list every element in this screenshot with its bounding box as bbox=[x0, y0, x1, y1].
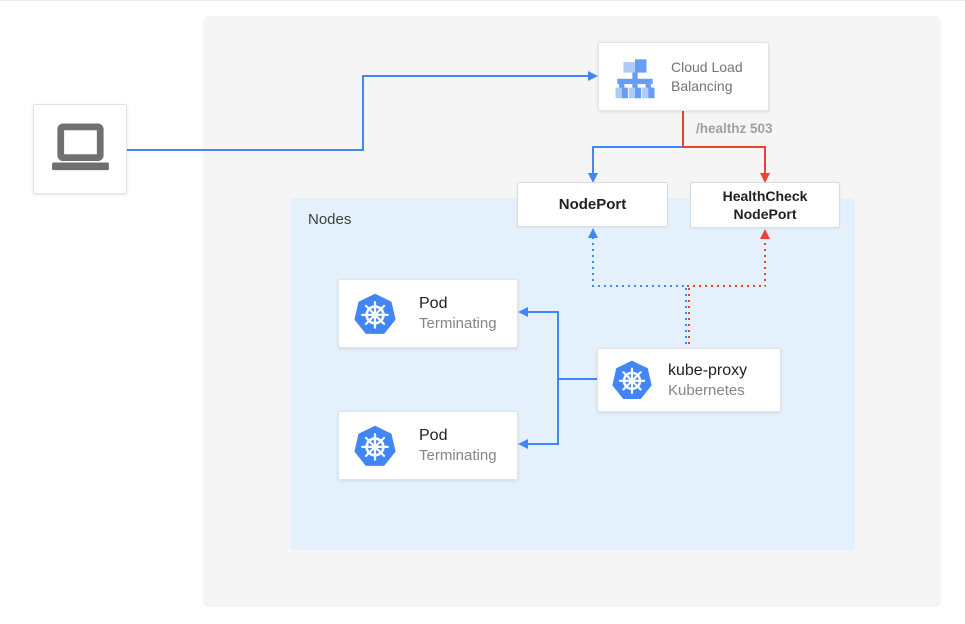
edge-split-right-red bbox=[682, 146, 766, 148]
edge-split-left-blue bbox=[592, 146, 683, 148]
kube-proxy-sublabel: Kubernetes bbox=[668, 381, 745, 399]
pod2-status: Terminating bbox=[419, 447, 497, 464]
laptop-icon bbox=[49, 123, 111, 175]
kubernetes-icon bbox=[353, 423, 397, 468]
edge-to-pod2 bbox=[527, 443, 557, 445]
edge-kubeproxy-pods-vertical bbox=[557, 311, 559, 445]
pod2-label: Pod bbox=[419, 427, 448, 444]
nodes-group-label: Nodes bbox=[308, 211, 352, 228]
kube-proxy-node: kube-proxy Kubernetes bbox=[597, 348, 781, 412]
dotted-edge-horizontal-red bbox=[687, 285, 766, 287]
dotted-edge-horizontal-blue bbox=[592, 285, 687, 287]
dotted-edge-kubeproxy-to-healthcheck bbox=[764, 237, 766, 286]
kube-proxy-label: kube-proxy bbox=[668, 361, 748, 379]
arrowhead-into-pod2-icon bbox=[518, 439, 528, 449]
arrowhead-dotted-nodeport-icon bbox=[588, 228, 598, 238]
arrowhead-into-pod1-icon bbox=[518, 307, 528, 317]
client-node bbox=[33, 104, 127, 194]
edge-client-to-clb-vertical bbox=[362, 75, 364, 151]
nodeport-node: NodePort bbox=[517, 182, 668, 227]
kubernetes-icon bbox=[611, 359, 653, 401]
cloud-load-balancing-node: Cloud Load Balancing bbox=[598, 42, 769, 111]
pod1-node: Pod Terminating bbox=[338, 279, 518, 348]
arrowhead-dotted-healthcheck-icon bbox=[760, 229, 770, 239]
kubernetes-icon bbox=[353, 291, 397, 336]
dotted-edge-kubeproxy-to-nodeport bbox=[592, 237, 594, 286]
load-balancer-icon bbox=[611, 53, 659, 101]
clb-label: Cloud Load Balancing bbox=[671, 58, 743, 94]
dotted-stem-red bbox=[688, 288, 690, 348]
healthcheck-nodeport-node: HealthCheck NodePort bbox=[690, 182, 840, 228]
edge-to-nodeport-blue bbox=[592, 146, 594, 173]
edge-clb-down-red bbox=[682, 111, 684, 148]
edge-to-pod1 bbox=[527, 311, 557, 313]
edge-to-healthcheck-red bbox=[764, 146, 766, 173]
edge-client-to-clb-top bbox=[362, 75, 588, 77]
pod1-status: Terminating bbox=[419, 315, 497, 332]
edge-client-to-clb-horizontal bbox=[126, 149, 363, 151]
dotted-stem-blue bbox=[685, 288, 687, 348]
arrowhead-into-healthcheck-icon bbox=[760, 173, 770, 183]
arrowhead-into-clb-icon bbox=[588, 71, 598, 81]
pod1-label: Pod bbox=[419, 295, 448, 312]
healthz-503-label: /healthz 503 bbox=[696, 121, 773, 136]
edge-kubeproxy-stub bbox=[557, 378, 597, 380]
healthcheck-nodeport-label: HealthCheck NodePort bbox=[722, 188, 808, 222]
nodeport-label: NodePort bbox=[558, 196, 627, 213]
pod2-node: Pod Terminating bbox=[338, 411, 518, 480]
arrowhead-into-nodeport-icon bbox=[588, 173, 598, 183]
